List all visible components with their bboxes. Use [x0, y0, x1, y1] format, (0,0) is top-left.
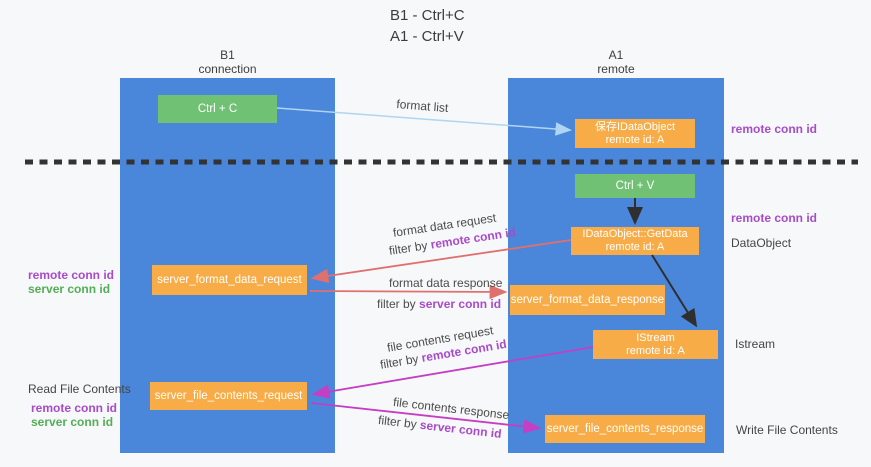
annotation-istream: Istream — [735, 337, 776, 351]
node-istream-line1: IStream — [636, 331, 675, 344]
title-line-1: B1 - Ctrl+C — [390, 7, 465, 24]
node-idataobject-getdata: IDataObject::GetData remote id: A — [571, 227, 699, 255]
annotation-conn-ids-2: remote conn id server conn id — [31, 401, 117, 429]
node-server-file-contents-request-label: server_file_contents_request — [154, 389, 303, 402]
arrow-format-data-response — [309, 284, 508, 300]
annotation-conn-ids-1: remote conn id server conn id — [28, 268, 114, 296]
filter-by-text: filter by — [379, 351, 420, 372]
annotation-server-conn-id-left-1: server conn id — [28, 282, 111, 296]
lane-left-title: B1 — [220, 48, 235, 62]
server-conn-id-text: server conn id — [419, 417, 503, 441]
node-server-format-data-request: server_format_data_request — [152, 265, 307, 295]
annotation-write-file-contents: Write File Contents — [736, 423, 838, 437]
label-filter-by-server-conn-id-1: filter by server conn id — [377, 297, 501, 311]
label-format-list: format list — [395, 97, 449, 116]
annotation-dataobject: DataObject — [731, 236, 792, 250]
node-ctrl-v: Ctrl + V — [575, 174, 695, 198]
lane-right-title: A1 — [608, 48, 624, 62]
server-conn-id-text: server conn id — [419, 297, 502, 311]
title-line-2: A1 - Ctrl+V — [390, 28, 464, 45]
filter-by-text: filter by — [388, 238, 429, 258]
annotation-server-conn-id-left-2: server conn id — [31, 415, 114, 429]
node-save-idataobject-line1: 保存IDataObject — [594, 120, 676, 133]
annotation-remote-conn-id-2: remote conn id — [731, 211, 818, 225]
lane-header-left: B1 connection — [120, 48, 335, 76]
node-server-format-data-response: server_format_data_response — [510, 285, 665, 315]
annotation-read-file-contents: Read File Contents — [28, 382, 131, 396]
annotation-remote-conn-id-left-2: remote conn id — [31, 401, 118, 415]
node-save-idataobject: 保存IDataObject remote id: A — [575, 119, 695, 148]
node-ctrl-c-label: Ctrl + C — [197, 102, 238, 115]
node-getdata-line1: IDataObject::GetData — [582, 228, 688, 240]
node-ctrl-v-label: Ctrl + V — [615, 179, 655, 192]
diagram-title: B1 - Ctrl+C A1 - Ctrl+V — [390, 5, 465, 47]
lane-header-right: A1 remote — [508, 48, 724, 76]
node-server-file-contents-response-label: server_file_contents_response — [546, 422, 704, 435]
annotation-remote-conn-id-left-1: remote conn id — [28, 268, 115, 282]
node-server-format-data-response-label: server_format_data_response — [510, 293, 665, 306]
node-save-idataobject-line2: remote id: A — [605, 133, 665, 146]
annotation-remote-conn-id-1: remote conn id — [731, 122, 818, 136]
node-server-format-data-request-label: server_format_data_request — [157, 273, 302, 286]
label-format-data-response: format data response — [389, 276, 503, 290]
filter-by-text: filter by — [377, 297, 416, 311]
lane-right-subtitle: remote — [597, 62, 635, 76]
node-istream-line2: remote id: A — [626, 344, 685, 357]
filter-by-text: filter by — [377, 413, 418, 432]
node-server-file-contents-response: server_file_contents_response — [545, 415, 705, 443]
lane-left-subtitle: connection — [198, 62, 257, 76]
node-istream: IStream remote id: A — [593, 330, 718, 359]
node-ctrl-c: Ctrl + C — [158, 95, 277, 123]
node-getdata-line2: remote id: A — [605, 241, 665, 253]
node-server-file-contents-request: server_file_contents_request — [150, 382, 307, 410]
